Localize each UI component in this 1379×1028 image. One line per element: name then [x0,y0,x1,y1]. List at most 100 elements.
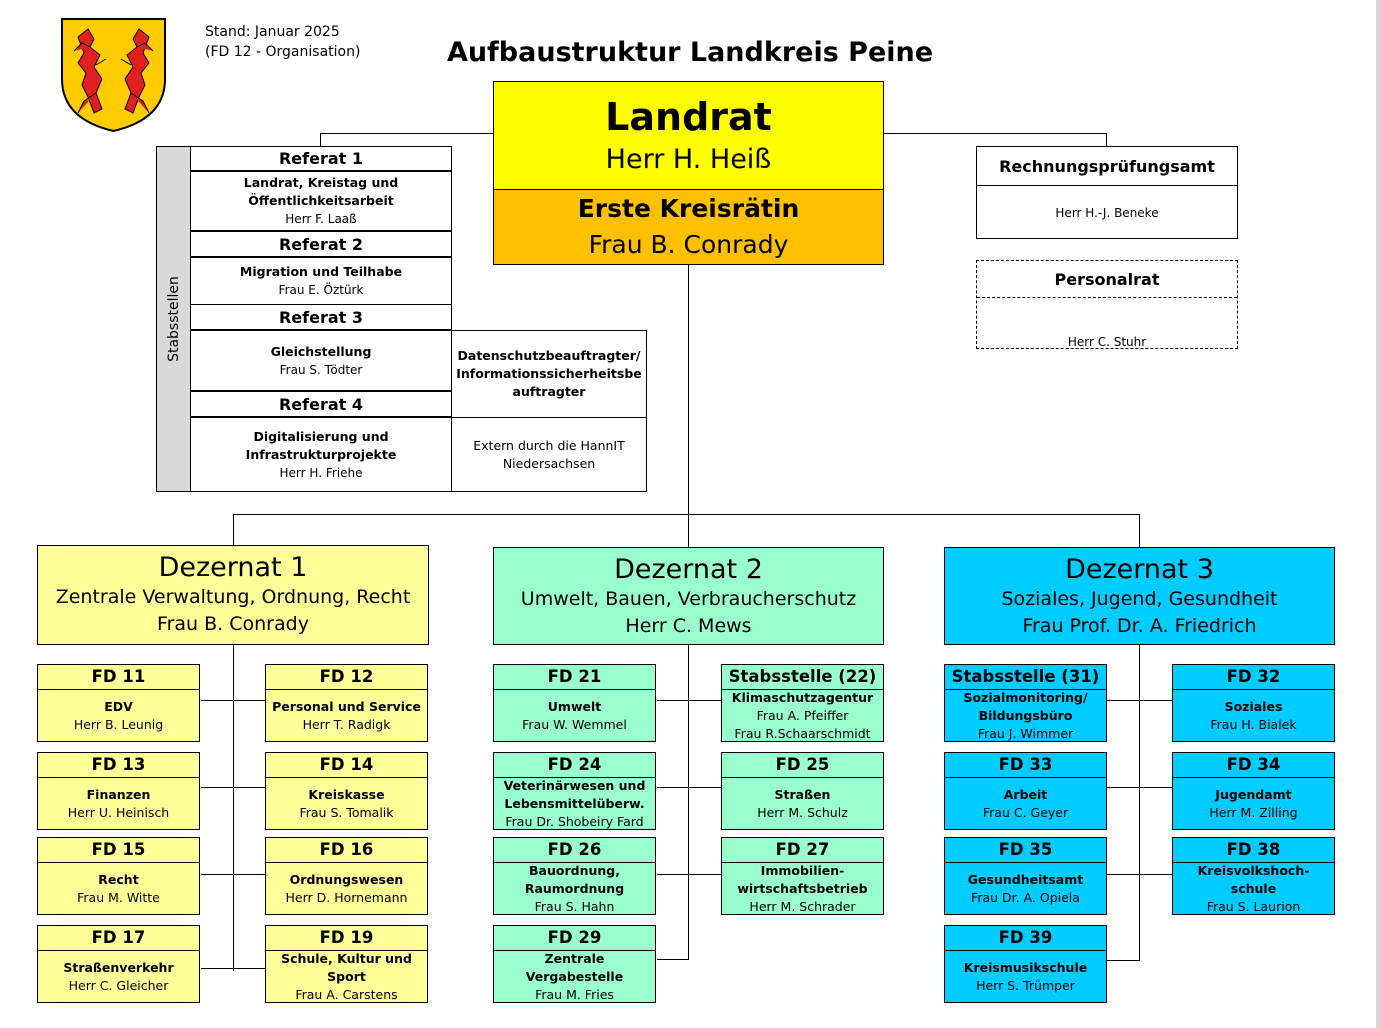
fd-line: Raumordnung [524,881,625,896]
referat-1-person: Herr F. Laaß [285,212,357,226]
kreisraetin-title: Erste Kreisrätin [577,194,800,223]
referat-2-head: Referat 2 [190,231,452,258]
referat-4-line: Infrastrukturprojekte [245,446,397,462]
fd-person: Herr M. Zilling [1209,805,1298,820]
connector-line [1139,645,1140,961]
stabsstellen-label: Stabsstellen [165,276,182,362]
fd-line: Veterinärwesen und [503,778,646,793]
fd-line: Bildungsbüro [978,708,1073,723]
dezernat-title: Dezernat 1 [158,552,308,583]
rpa-title: Rechnungsprüfungsamt [977,147,1237,186]
connector-line [1107,700,1172,701]
fd-head: FD 12 [266,665,427,690]
fd-head: FD 15 [38,838,199,863]
referat-3-line: Gleichstellung [270,343,372,359]
page-edge [1376,0,1379,1028]
connector-line [657,787,721,788]
dezernat-person: Herr C. Mews [625,615,752,637]
connector-line [233,645,234,971]
referat-1-line: Landrat, Kreistag und [243,175,399,190]
fd-head: FD 29 [494,926,655,951]
fd-line: Finanzen [86,787,151,802]
fd-head: FD 19 [266,926,427,951]
dezernat-person: Frau B. Conrady [157,613,309,635]
fd-line: Kreiskasse [308,787,385,802]
fd-line: Sozialmonitoring/ [963,690,1088,705]
referat-3-person: Frau S. Tödter [279,362,363,377]
rpa-box: Rechnungsprüfungsamt Herr H.-J. Beneke [976,146,1238,239]
connector-line [1106,133,1107,147]
fd-head: FD 34 [1173,753,1334,778]
fd-line: Vergabestelle [525,969,624,984]
connector-line [657,959,689,960]
fd-head: FD 17 [38,926,199,951]
connector-line [1107,787,1172,788]
fd-person: Frau S. Tomalik [299,805,394,820]
landrat-title: Landrat [605,94,772,139]
fd-line: Personal und Service [272,699,421,714]
personalrat-name: Herr C. Stuhr [1067,334,1147,349]
dezernat-3-box: Dezernat 3 Soziales, Jugend, Gesundheit … [944,547,1335,645]
personalrat-title: Personalrat [977,261,1237,298]
connector-line [657,700,721,701]
fd-line: EDV [104,699,133,714]
extern-line: Extern durch die HannIT [473,437,625,453]
referat-3-head: Referat 3 [190,304,452,331]
dezernat-title: Dezernat 2 [614,554,763,585]
connector-line [884,133,1107,134]
fd-head: FD 11 [38,665,199,690]
connector-line [201,787,265,788]
fd-person: Herr D. Hornemann [285,890,408,905]
fd-line: Umwelt [547,699,602,714]
connector-line [1107,874,1172,875]
kreisraetin-box: Erste Kreisrätin Frau B. Conrady [493,189,884,265]
referat-1-line: Öffentlichkeitsarbeit [248,193,394,208]
fd-line: Schule, Kultur und [281,951,412,966]
fd-line: Zentrale [544,951,605,966]
dezernat-title: Dezernat 3 [1065,554,1214,585]
fd-line: Bauordnung, [529,863,620,878]
datenschutz-box: Datenschutzbeauftragter/ Informationssic… [451,330,647,418]
datenschutz-line: Informationssicherheitsbe [456,366,642,381]
fd-person: Herr B. Leunig [73,717,164,732]
referat-3-body: Gleichstellung Frau S. Tödter [190,330,452,391]
fd-person: Frau R.Schaarschmidt [734,726,871,741]
fd-person: Frau H. Bialek [1210,717,1297,732]
referat-1-head: Referat 1 [190,146,452,172]
referat-4-body: Digitalisierung und Infrastrukturprojekt… [190,417,452,492]
fd-head: FD 26 [494,838,655,863]
datenschutz-extern-box: Extern durch die HannIT Niedersachsen [451,417,647,492]
fd-person: Herr U. Heinisch [67,805,170,820]
referat-4-head: Referat 4 [190,391,452,418]
fd-person: Frau J. Wimmer [977,726,1074,741]
connector-line [688,265,689,548]
extern-line: Niedersachsen [502,455,596,471]
fd-person: Frau M. Fries [535,987,614,1002]
fd-line: Jugendamt [1215,787,1292,802]
fd-person: Frau M. Witte [77,890,160,905]
landrat-name: Herr H. Heiß [605,143,772,175]
dezernat-subtitle: Zentrale Verwaltung, Ordnung, Recht [55,586,411,608]
fd-person: Frau W. Wemmel [522,717,627,732]
datenschutz-line: auftragter [512,384,586,399]
stand-text: Stand: Januar 2025 [205,24,340,40]
kreisraetin-name: Frau B. Conrady [588,230,789,259]
connector-line [320,133,494,134]
fd-person: Frau Dr. A. Opiela [971,890,1080,905]
fd-head: FD 38 [1173,838,1334,863]
fd-person: Frau S. Laurion [1206,899,1301,914]
personalrat-box: Personalrat Herr C. Stuhr [976,260,1238,349]
stabsstellen-sidebar: Stabsstellen [156,146,191,492]
rpa-name: Herr H.-J. Beneke [1055,205,1159,220]
fd-person: Herr M. Schrader [749,899,856,914]
fd-line: Immobilien- [760,863,845,878]
